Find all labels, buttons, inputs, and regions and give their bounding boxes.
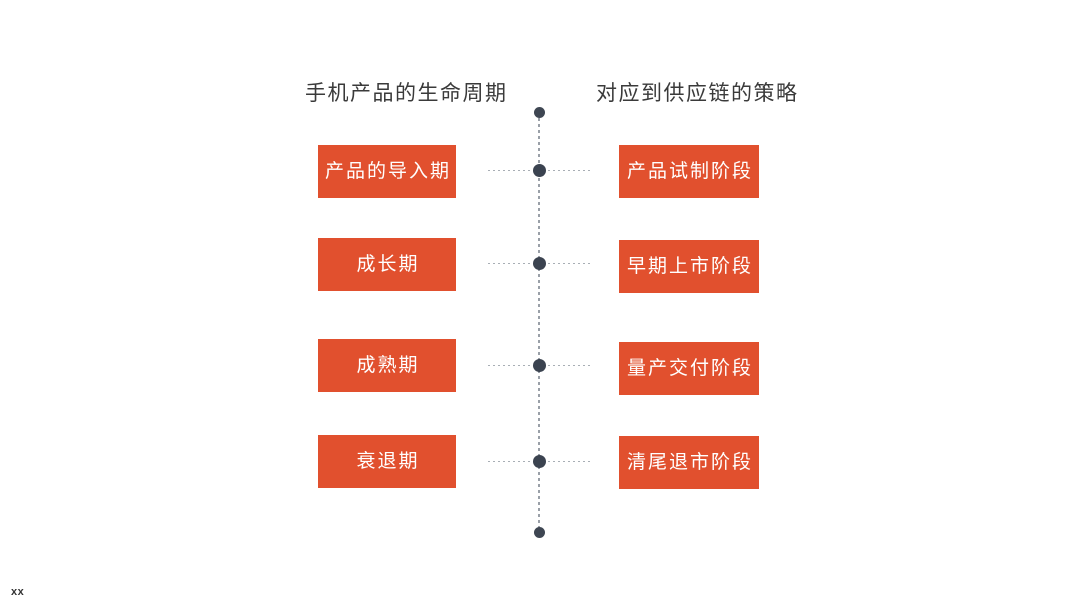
timeline-node-1[interactable] — [532, 163, 546, 177]
supply-chain-stage-box-4[interactable]: 清尾退市阶段 — [619, 436, 759, 489]
lifecycle-stage-box-2[interactable]: 成长期 — [318, 238, 456, 291]
timeline-node-4[interactable] — [532, 454, 546, 468]
supply-chain-stage-box-3[interactable]: 量产交付阶段 — [619, 342, 759, 395]
timeline-node-2[interactable] — [532, 256, 546, 270]
column-heading-left: 手机产品的生命周期 — [305, 81, 508, 105]
footer-watermark: xx — [11, 586, 25, 598]
timeline-node-3[interactable] — [532, 358, 546, 372]
timeline-axis — [538, 112, 540, 533]
timeline-terminal-dot-bottom — [533, 526, 545, 538]
supply-chain-stage-box-2[interactable]: 早期上市阶段 — [619, 240, 759, 293]
supply-chain-stage-box-1[interactable]: 产品试制阶段 — [619, 145, 759, 198]
lifecycle-stage-box-4[interactable]: 衰退期 — [318, 435, 456, 488]
lifecycle-stage-box-3[interactable]: 成熟期 — [318, 339, 456, 392]
lifecycle-stage-box-1[interactable]: 产品的导入期 — [318, 145, 456, 198]
column-heading-right: 对应到供应链的策略 — [596, 81, 799, 105]
timeline-terminal-dot-top — [533, 106, 545, 118]
